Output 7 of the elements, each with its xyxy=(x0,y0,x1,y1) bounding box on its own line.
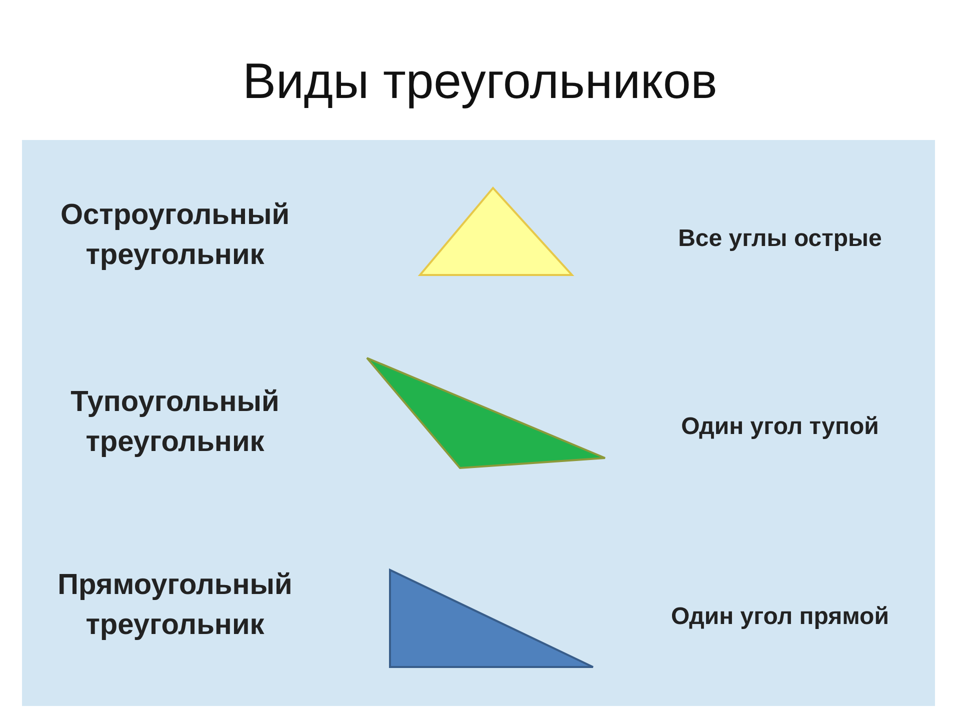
slide-title: Виды треугольников xyxy=(242,52,718,110)
triangle-type-label: Тупоугольный треугольник xyxy=(70,385,280,460)
triangle-property-label: Один угол тупой xyxy=(680,412,880,442)
triangle-type-label: Прямоугольный треугольник xyxy=(56,568,294,643)
triangle-type-label: Остроугольный треугольник xyxy=(59,198,291,273)
triangle-property-label: Один угол прямой xyxy=(670,602,890,632)
triangle-property-label: Все углы острые xyxy=(677,224,883,254)
